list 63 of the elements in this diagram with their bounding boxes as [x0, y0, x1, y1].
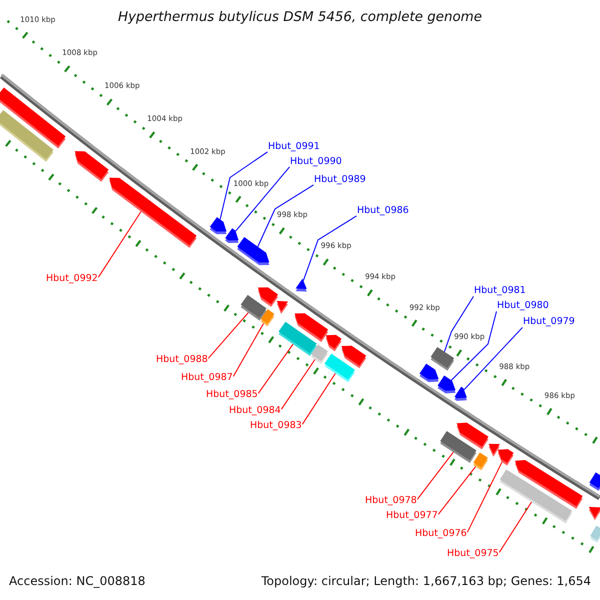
- gene-label: Hbut_0985: [206, 390, 258, 400]
- leader-line: [438, 466, 476, 515]
- leader-line: [98, 211, 142, 278]
- gene-feature: [514, 460, 583, 509]
- gene-label: Hbut_0977: [386, 510, 438, 522]
- leader-line: [235, 166, 290, 232]
- leader-line: [232, 323, 264, 377]
- gene-label: Hbut_0980: [497, 301, 549, 312]
- title: Hyperthermus butylicus DSM 5456, complete genome: [118, 10, 482, 26]
- gene-feature: [488, 444, 500, 457]
- leader-line: [498, 502, 532, 553]
- leader-line: [464, 326, 523, 390]
- gene-feature: [454, 386, 467, 401]
- gene-label: Hbut_0988: [156, 354, 208, 366]
- leader-line: [450, 310, 497, 381]
- gene-feature: [342, 346, 366, 368]
- gene-feature: [588, 506, 600, 520]
- gene-block: [589, 472, 600, 491]
- gene-block: [311, 344, 328, 364]
- gene-feature: [296, 278, 307, 292]
- gene-block: [0, 110, 54, 162]
- gene-label: Hbut_0978: [365, 496, 417, 506]
- leader-line: [416, 452, 454, 500]
- gene-label: Hbut_0983: [250, 420, 302, 432]
- gene-label: Hbut_0989: [314, 174, 366, 186]
- gene-feature: [210, 217, 226, 234]
- leader-line: [302, 215, 357, 282]
- gene-label: Hbut_0979: [523, 317, 575, 328]
- leader-line: [302, 372, 336, 425]
- gene-feature: [456, 422, 488, 450]
- gene-label: Hbut_0975: [447, 548, 499, 560]
- gene-feature: [294, 313, 328, 342]
- gene-label: Hbut_0986: [357, 206, 409, 216]
- footer-text: Topology: circular; Length: 1,667,163 bp; Genes: 1,654: [261, 574, 591, 588]
- leader-line: [257, 184, 314, 248]
- gene-feature: [326, 334, 342, 352]
- gene-feature: [258, 287, 278, 307]
- leader-line: [220, 151, 268, 220]
- gene-block: [430, 346, 454, 371]
- gene-feature: [438, 376, 456, 394]
- leader-line: [208, 312, 249, 359]
- leader-line: [258, 344, 294, 394]
- gene-feature: [74, 151, 109, 182]
- gene-label: Hbut_0990: [290, 156, 342, 168]
- gene-label: Hbut_0976: [415, 528, 467, 540]
- gene-feature: [225, 228, 239, 243]
- leader-line: [444, 296, 474, 352]
- gene-block: [260, 309, 274, 326]
- gene-label: Hbut_0984: [229, 406, 281, 416]
- gene-label: Hbut_0991: [268, 142, 320, 152]
- gene-label: Hbut_0987: [181, 372, 233, 384]
- gene-feature: [109, 178, 197, 248]
- leader-line: [280, 359, 316, 410]
- gene-feature: [276, 300, 288, 314]
- gene-label: Hbut_0981: [474, 286, 526, 297]
- gene-feature: [420, 364, 439, 382]
- gene-block: [473, 452, 488, 470]
- gene-block: [590, 526, 600, 543]
- leader-line: [466, 462, 502, 533]
- gene-label: Hbut_0992: [46, 274, 98, 284]
- gene-feature: [498, 449, 514, 466]
- footer-text: Accession: NC_008818: [9, 574, 146, 588]
- gene-feature: [237, 237, 270, 266]
